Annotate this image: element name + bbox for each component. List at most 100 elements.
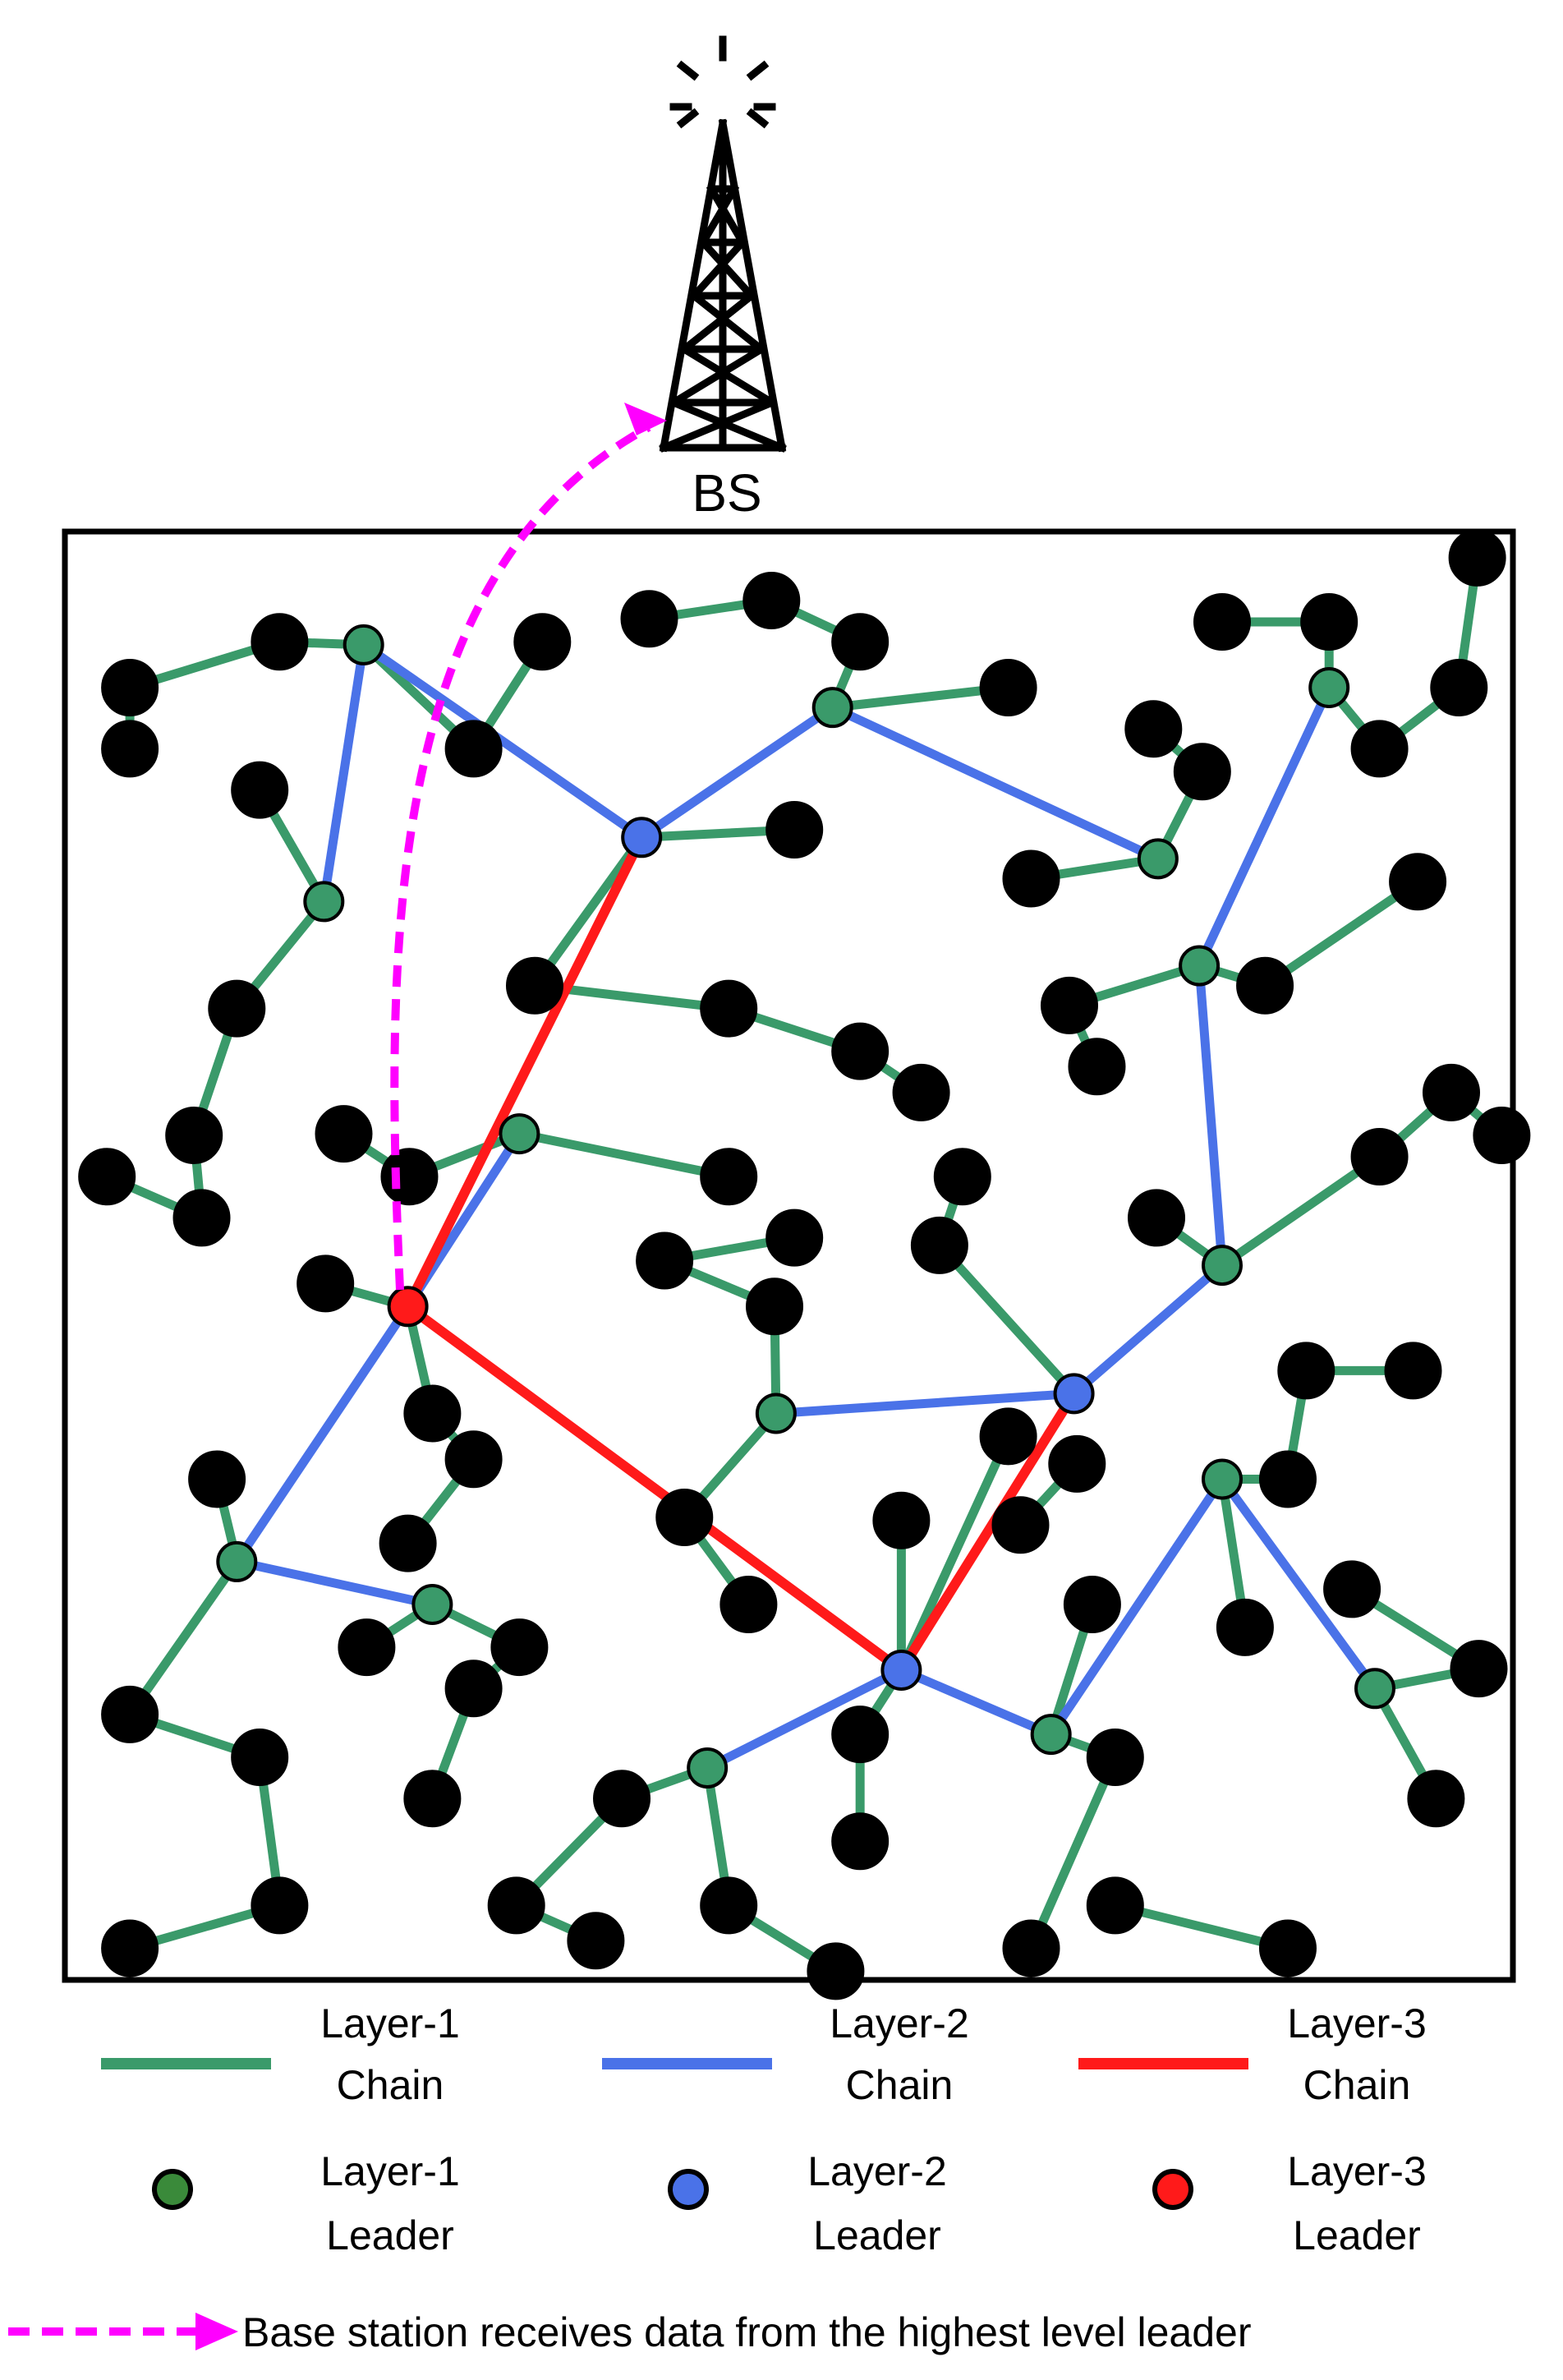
sensor-node bbox=[719, 1576, 778, 1633]
legend-layer2-chain-line2: Chain bbox=[846, 2062, 954, 2108]
sensor-node bbox=[700, 1148, 758, 1206]
sensor-node bbox=[979, 1407, 1037, 1466]
sensor-node bbox=[746, 1277, 804, 1336]
legend-layer3-leader-line2: Leader bbox=[1293, 2212, 1421, 2258]
layer1-chain-edge bbox=[1110, 1900, 1293, 1953]
sensor-node bbox=[1423, 1063, 1480, 1121]
layer1-chain-edge bbox=[125, 1557, 241, 1719]
layer2-chain-edge bbox=[1194, 683, 1334, 971]
layer2-leader-node bbox=[880, 1649, 922, 1691]
sensor-node bbox=[231, 761, 289, 819]
layer2-leader-node bbox=[621, 817, 663, 859]
sensor-node bbox=[991, 1496, 1050, 1554]
data-path-arrow bbox=[390, 403, 667, 1291]
layer1-leader-node bbox=[755, 1393, 797, 1434]
sensor-node bbox=[315, 1105, 373, 1163]
legend-arrowhead bbox=[195, 2313, 238, 2350]
sensor-node bbox=[1128, 1189, 1186, 1247]
sensor-node bbox=[700, 1876, 758, 1935]
legend-layer3-chain-line1: Layer-3 bbox=[1287, 2000, 1427, 2046]
sensor-node bbox=[933, 1148, 991, 1206]
antenna-tower-icon bbox=[659, 35, 787, 453]
sensor-node bbox=[1277, 1342, 1335, 1400]
sensor-node bbox=[251, 613, 309, 671]
sensor-node bbox=[1002, 1919, 1060, 1977]
legend-layer1-chain-line2: Chain bbox=[337, 2062, 444, 2108]
layer1-chain-edge bbox=[514, 1129, 733, 1181]
sensor-node bbox=[1300, 593, 1358, 651]
sensor-node bbox=[872, 1491, 931, 1549]
legend-layer1-leader-line1: Layer-1 bbox=[320, 2148, 460, 2194]
sensor-nodes bbox=[78, 528, 1531, 2000]
layer1-leader-node bbox=[342, 624, 384, 665]
sensor-node bbox=[444, 1430, 503, 1489]
sensor-node bbox=[1048, 1434, 1106, 1493]
layer2-chain-edge bbox=[702, 1665, 906, 1773]
sensor-node bbox=[1086, 1876, 1144, 1935]
sensor-node bbox=[979, 659, 1037, 716]
layer1-chain-edge bbox=[896, 1431, 1014, 1675]
layer1-leader-node bbox=[499, 1113, 540, 1155]
layer1-leader-node bbox=[1354, 1668, 1395, 1710]
sensor-node bbox=[1173, 743, 1231, 801]
sensor-node bbox=[1063, 1576, 1121, 1633]
layer1-chain-edge bbox=[828, 683, 1014, 712]
sensor-node bbox=[188, 1450, 246, 1508]
sensor-node bbox=[297, 1254, 355, 1313]
layer1-leader-node bbox=[1137, 838, 1179, 880]
layer1-chain-edge bbox=[1217, 1152, 1385, 1270]
layer2-chain-edge bbox=[1046, 1474, 1227, 1739]
legend-layer1-leader-line2: Leader bbox=[326, 2212, 454, 2258]
sensor-node bbox=[655, 1488, 714, 1546]
sensor-node bbox=[831, 1812, 890, 1871]
layer1-chain-edge bbox=[935, 1241, 1079, 1398]
layer2-chain-edge bbox=[232, 1557, 437, 1609]
sensor-node bbox=[1258, 1919, 1317, 1977]
sensor-node bbox=[1350, 720, 1409, 778]
sensor-node bbox=[165, 1106, 223, 1164]
sensor-node bbox=[487, 1876, 545, 1935]
sensor-node bbox=[78, 1148, 136, 1206]
sensor-node bbox=[700, 979, 758, 1038]
layer3-chain-edges bbox=[402, 832, 1079, 1675]
layer3-leader-node bbox=[387, 1286, 429, 1328]
legend-layer1-chain-line1: Layer-1 bbox=[320, 2000, 460, 2046]
sensor-node bbox=[338, 1618, 396, 1677]
layer3-chain-edge bbox=[896, 1388, 1079, 1675]
sensor-node bbox=[490, 1618, 549, 1677]
sensor-node bbox=[636, 1231, 694, 1290]
layer2-chain-edge bbox=[359, 640, 646, 842]
sensor-node bbox=[1193, 593, 1251, 651]
sensor-node bbox=[807, 1942, 865, 2000]
sensor-node bbox=[1473, 1106, 1531, 1164]
layer2-chain-edge bbox=[319, 640, 369, 906]
sensor-node bbox=[831, 1022, 890, 1080]
legend: Layer-1 Chain Layer-2 Chain Layer-3 Chai… bbox=[8, 2000, 1427, 2355]
layer2-chain-edge bbox=[771, 1388, 1079, 1418]
layer1-leader-node bbox=[1202, 1245, 1243, 1287]
sensor-node bbox=[251, 1876, 309, 1935]
layer1-chain-edge bbox=[530, 832, 646, 991]
layer2-leader-node bbox=[1053, 1373, 1095, 1415]
sensor-node bbox=[101, 720, 159, 778]
sensor-node bbox=[620, 590, 678, 648]
layer1-leader-node bbox=[1179, 945, 1221, 987]
sensor-node bbox=[1258, 1450, 1317, 1508]
sensor-node bbox=[1236, 956, 1294, 1015]
sensor-node bbox=[506, 956, 563, 1015]
sensor-node bbox=[831, 1706, 890, 1764]
sensor-node bbox=[379, 1514, 437, 1572]
sensor-node bbox=[892, 1063, 950, 1121]
sensor-node bbox=[231, 1729, 289, 1786]
layer2-chain-edge bbox=[232, 1301, 413, 1567]
layer2-chain-edge bbox=[637, 702, 838, 842]
sensor-node bbox=[513, 613, 572, 671]
sensor-node bbox=[172, 1189, 231, 1247]
layer1-chain-edge bbox=[1027, 1752, 1120, 1953]
layer2-chain-edge bbox=[828, 702, 1163, 863]
sensor-node bbox=[444, 720, 503, 778]
layer1-chain-edge bbox=[1260, 877, 1423, 991]
layer2-chain-edge bbox=[1217, 1474, 1380, 1693]
sensor-node bbox=[1323, 1560, 1381, 1618]
